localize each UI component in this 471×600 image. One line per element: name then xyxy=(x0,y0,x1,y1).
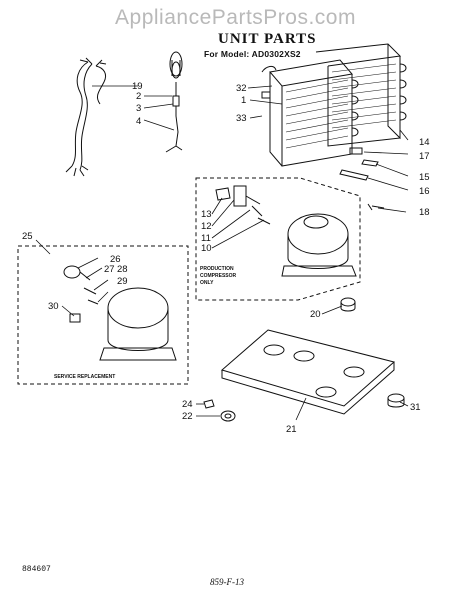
service-replacement-label: SERVICE REPLACEMENT xyxy=(54,374,115,380)
callout-19: 19 xyxy=(132,81,143,92)
callout-24: 24 xyxy=(182,399,193,410)
callout-18: 18 xyxy=(419,207,430,218)
handwritten-note: 859-F-13 xyxy=(210,577,244,587)
callout-10: 10 xyxy=(201,243,212,254)
callout-26: 26 xyxy=(110,254,121,265)
callout-27: 27 xyxy=(104,264,115,275)
callout-11: 11 xyxy=(201,233,211,244)
callout-2: 2 xyxy=(136,91,141,102)
model-line: For Model: AD0302XS2 xyxy=(204,49,301,59)
callout-20: 20 xyxy=(310,309,321,320)
callout-29: 29 xyxy=(117,276,128,287)
callout-31: 31 xyxy=(410,402,421,413)
callout-15: 15 xyxy=(419,172,430,183)
callout-17: 17 xyxy=(419,151,430,162)
callout-13: 13 xyxy=(201,209,212,220)
production-label-line-2: COMPRESSOR xyxy=(200,273,237,279)
callout-1: 1 xyxy=(241,95,246,106)
callout-14: 14 xyxy=(419,137,430,148)
document-id: 884607 xyxy=(22,565,51,574)
callout-3: 3 xyxy=(136,103,141,114)
capillary-assembly-drawing xyxy=(165,51,183,153)
callout-21: 21 xyxy=(286,424,297,435)
production-compressor-box xyxy=(195,177,361,301)
callout-33: 33 xyxy=(236,113,247,124)
callout-25: 25 xyxy=(22,231,33,242)
wire-harness-drawing xyxy=(65,57,107,177)
callout-labels: 19 2 3 4 32 1 33 14 17 15 16 18 13 12 11… xyxy=(22,81,430,435)
box-captions: PRODUCTION COMPRESSOR ONLY SERVICE REPLA… xyxy=(54,266,237,380)
callout-32: 32 xyxy=(236,83,247,94)
production-label-line-1: PRODUCTION xyxy=(200,266,234,272)
watermark: AppliancePartsPros.com xyxy=(115,6,356,29)
callout-28: 28 xyxy=(117,264,128,275)
base-pan-drawing xyxy=(220,329,396,415)
callout-30: 30 xyxy=(48,301,59,312)
callout-12: 12 xyxy=(201,221,212,232)
fastener-parts-drawing xyxy=(339,147,385,211)
service-replacement-box xyxy=(17,245,189,385)
page-title: UNIT PARTS xyxy=(218,31,317,47)
callout-22: 22 xyxy=(182,411,193,422)
leader-lines xyxy=(35,85,409,421)
service-compressor-drawing xyxy=(63,265,177,361)
callout-16: 16 xyxy=(419,186,430,197)
callout-4: 4 xyxy=(136,116,141,127)
production-label-line-3: ONLY xyxy=(200,280,214,286)
production-compressor-drawing xyxy=(215,185,357,277)
coil-assembly-drawing xyxy=(261,43,407,167)
